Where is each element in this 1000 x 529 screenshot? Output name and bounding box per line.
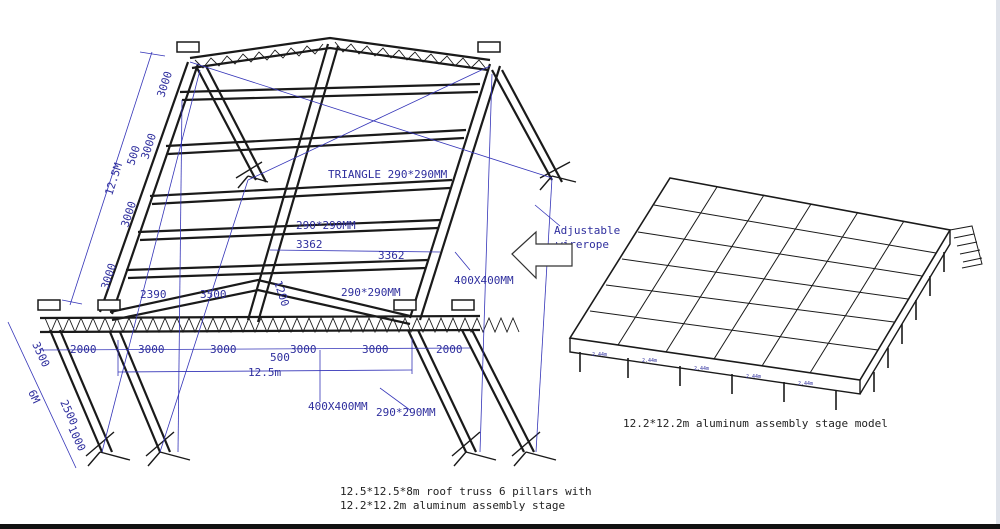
bottom-border — [0, 524, 1000, 529]
dim-pillar-3: 1000 — [65, 424, 88, 454]
dim-bottom-2: 3000 — [138, 343, 165, 356]
dim-left-5: 3000 — [98, 262, 119, 291]
dim-bottom-1: 2000 — [70, 343, 97, 356]
stage-model — [568, 177, 983, 410]
dimension-lines — [7, 51, 561, 469]
label-truss-290-c: 290*290MM — [376, 406, 436, 419]
dim-bottom-7: 2000 — [436, 343, 463, 356]
label-truss-400-b: 400X400MM — [308, 400, 368, 413]
dim-bottom-5: 3000 — [290, 343, 317, 356]
dim-left-2: 500 — [124, 144, 143, 167]
dim-left-4: 3000 — [118, 200, 139, 229]
dim-left-3: 3000 — [138, 132, 159, 161]
svg-text:2.44m: 2.44m — [642, 358, 657, 364]
dim-bottom-6: 3000 — [362, 343, 389, 356]
dim-bottom-total: 12.5m — [248, 366, 281, 379]
svg-text:2.44m: 2.44m — [798, 381, 813, 387]
dim-left-1: 3000 — [154, 70, 175, 99]
dim-pillar-1: 3500 — [29, 340, 52, 370]
right-frame-edge — [996, 0, 1000, 524]
dim-roof-center-2: 3362 — [378, 249, 405, 262]
dim-roof-lower-2: 3500 — [200, 288, 227, 301]
label-truss-290-b: 290*290MM — [341, 286, 401, 299]
pointer-arrow-icon — [511, 230, 573, 280]
caption-line-1: 12.5*12.5*8m roof truss 6 pillars with — [340, 485, 592, 498]
dim-bottom-4: 500 — [270, 351, 290, 364]
svg-text:2.44m: 2.44m — [746, 374, 761, 380]
dim-bottom-3: 3000 — [210, 343, 237, 356]
stage-caption: 12.2*12.2m aluminum assembly stage model — [623, 417, 888, 430]
svg-text:2.44m: 2.44m — [592, 352, 607, 358]
dim-roof-center-1: 3362 — [296, 238, 323, 251]
label-adjustable: Adjustable — [554, 224, 620, 237]
roof-truss-structure — [37, 36, 577, 467]
stage-dimension-ticks: 2.44m 2.44m 2.44m 2.44m 2.44m — [592, 352, 813, 387]
label-truss-290-a: 290*290MM — [296, 219, 356, 232]
label-truss-400-a: 400X400MM — [454, 274, 514, 287]
dim-roof-lower-1: 2390 — [140, 288, 167, 301]
caption-line-2: 12.2*12.2m aluminum assembly stage — [340, 499, 565, 512]
dim-left-total: 12.5M — [102, 161, 125, 197]
label-triangle: TRIANGLE 290*290MM — [328, 168, 448, 181]
dim-pillar-total: 6M — [25, 388, 43, 406]
svg-text:2.44m: 2.44m — [694, 366, 709, 372]
